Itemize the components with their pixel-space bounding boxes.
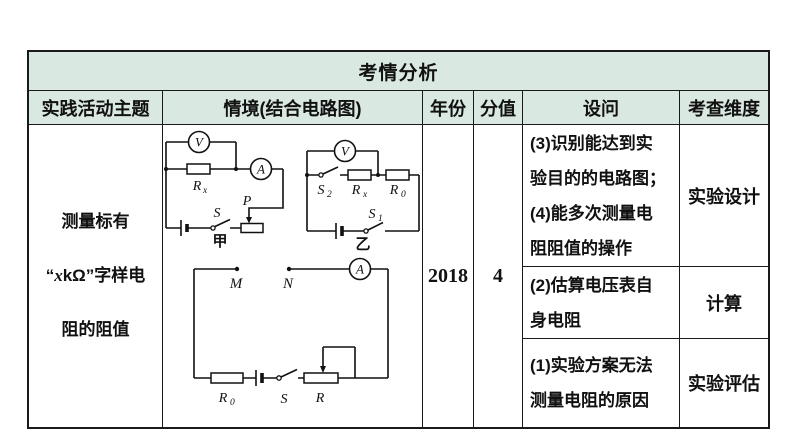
theme-variable-x: x (54, 266, 63, 285)
figure-yi-caption: 乙 (355, 236, 370, 253)
question-cell-2: (2)估算电压表自 身电阻 (523, 267, 680, 339)
year-cell: 2018 (423, 125, 474, 427)
circuit-diagrams-svg: V A R x S P 甲 V (164, 130, 420, 408)
switch-s-label: S (214, 206, 221, 221)
terminal-n-label: N (282, 276, 294, 292)
resistor-rx-label: R (192, 179, 202, 194)
rheostat-r-body (303, 372, 339, 384)
ammeter-icon (249, 157, 273, 181)
resistor-rx-subscript-2: x (362, 190, 368, 200)
col-header-dimension: 考查维度 (680, 91, 768, 125)
switch-s-contact-2 (276, 375, 282, 381)
slider-arrow-2 (320, 366, 326, 373)
resistor-rx-label-2: R (351, 183, 361, 198)
col-header-question: 设问 (523, 91, 680, 125)
switch-s1-subscript: 1 (378, 214, 383, 224)
voltmeter-icon-2 (333, 139, 357, 163)
theme-line-2-rest: kΩ”字样电 (62, 266, 146, 285)
circuit-diagram-jia: V A R x S P 甲 (164, 130, 284, 250)
switch-s2-subscript: 2 (327, 190, 332, 200)
resistor-rx-body (186, 163, 211, 175)
theme-line-1: 测量标有 (61, 212, 130, 231)
question-cell-3: (1)实验方案无法 测量电阻的原因 (523, 339, 680, 427)
resistor-r0-body (385, 169, 410, 181)
switch-contact (210, 225, 216, 231)
slider-arrow (246, 217, 252, 224)
circuit-diagrams-cell: V A R x S P 甲 V (163, 125, 423, 427)
switch-s2-label: S (318, 183, 325, 198)
resistor-rx-subscript: x (202, 186, 208, 196)
terminal-n-dot (286, 266, 292, 272)
ammeter-label: A (256, 162, 265, 177)
dimension-cell-1: 实验设计 (680, 125, 768, 267)
voltmeter-icon (187, 130, 211, 154)
voltmeter-label-2: V (341, 144, 351, 159)
col-header-context: 情境(结合电路图) (163, 91, 423, 125)
theme-open-quote: “ (45, 266, 55, 285)
resistor-r0-label-2: R (218, 391, 228, 406)
switch-s1-label: S (369, 207, 376, 222)
table-title: 考情分析 (29, 52, 768, 91)
resistor-rx-body-2 (347, 169, 372, 181)
switch-s2-contact (318, 172, 324, 178)
dimension-cell-2: 计算 (680, 267, 768, 339)
theme-cell: 测量标有 “xkΩ”字样电 阻的阻值 (29, 125, 163, 427)
slider-p-label: P (242, 194, 252, 209)
switch-s-label-2: S (281, 392, 288, 407)
question-cell-1: (3)识别能达到实 验目的的电路图； (4)能多次测量电 阻阻值的操作 (523, 125, 680, 267)
exam-analysis-table: 考情分析 实践活动主题 情境(结合电路图) 年份 分值 设问 考查维度 测量标有… (27, 50, 770, 429)
resistor-r0-subscript-2: 0 (230, 398, 235, 408)
ammeter-label-2: A (355, 262, 364, 277)
voltmeter-label: V (195, 135, 205, 150)
circuit-diagram-bottom: A M N R 0 S R (193, 257, 389, 408)
terminal-m-label: M (229, 276, 244, 292)
col-header-year: 年份 (423, 91, 474, 125)
circuit-diagram-yi: V S 2 R x R 0 S 1 乙 (305, 139, 420, 253)
rheostat-p-body (240, 222, 264, 234)
theme-line-2: “xkΩ”字样电 (46, 249, 146, 303)
resistor-r0-subscript: 0 (401, 190, 406, 200)
theme-line-3: 阻的阻值 (61, 320, 130, 339)
ammeter-icon-2 (348, 257, 372, 281)
switch-s1-contact (363, 228, 369, 234)
figure-jia-caption: 甲 (212, 233, 227, 250)
col-header-theme: 实践活动主题 (29, 91, 163, 125)
rheostat-r-label: R (315, 391, 325, 406)
dimension-cell-3: 实验评估 (688, 374, 760, 394)
score-cell: 4 (474, 125, 523, 427)
resistor-r0-body-2 (210, 372, 244, 384)
terminal-m-dot (234, 266, 240, 272)
col-header-score: 分值 (474, 91, 523, 125)
resistor-r0-label: R (389, 183, 399, 198)
